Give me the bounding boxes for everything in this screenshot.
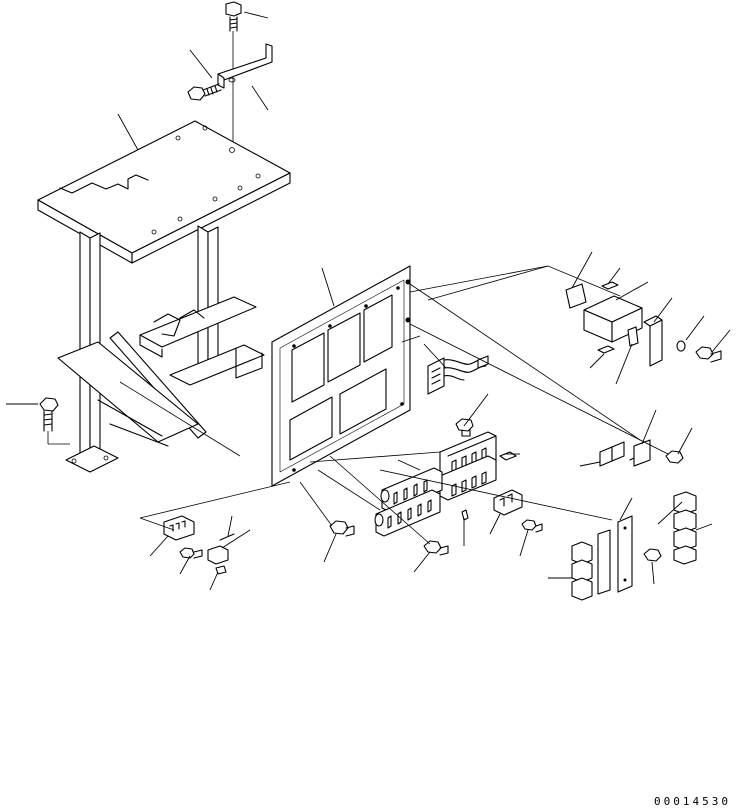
side-bolt [187, 83, 222, 101]
relay-stack-right [673, 491, 697, 565]
relay-stack-left [571, 529, 611, 601]
relay-rail [617, 515, 662, 593]
lower-small-bolt [179, 547, 203, 559]
left-bolt [39, 397, 70, 445]
relay-pair [599, 439, 684, 467]
l-bracket [643, 315, 722, 367]
terminal-block [163, 515, 195, 541]
wire-harness-connector [427, 355, 489, 395]
relay-connector-mid [493, 489, 523, 516]
assembly-lines [119, 265, 669, 545]
mounting-bracket-small [217, 43, 273, 89]
control-unit-box [583, 295, 643, 343]
cover-plate [565, 281, 639, 354]
fuse-block-lower [374, 467, 443, 537]
frame-cross-members [57, 296, 265, 447]
callout-leaders [6, 11, 731, 591]
frame-top-plate [37, 120, 291, 264]
mid-bolts [329, 519, 543, 556]
fuse-block-upper [439, 431, 497, 501]
clip-pin [207, 533, 235, 575]
frame-leg-rear [197, 225, 227, 373]
top-bolt [225, 1, 242, 150]
panel-bolt [455, 418, 474, 437]
main-mounting-panel [271, 265, 411, 487]
drawing-number: 00014530 [654, 795, 731, 808]
